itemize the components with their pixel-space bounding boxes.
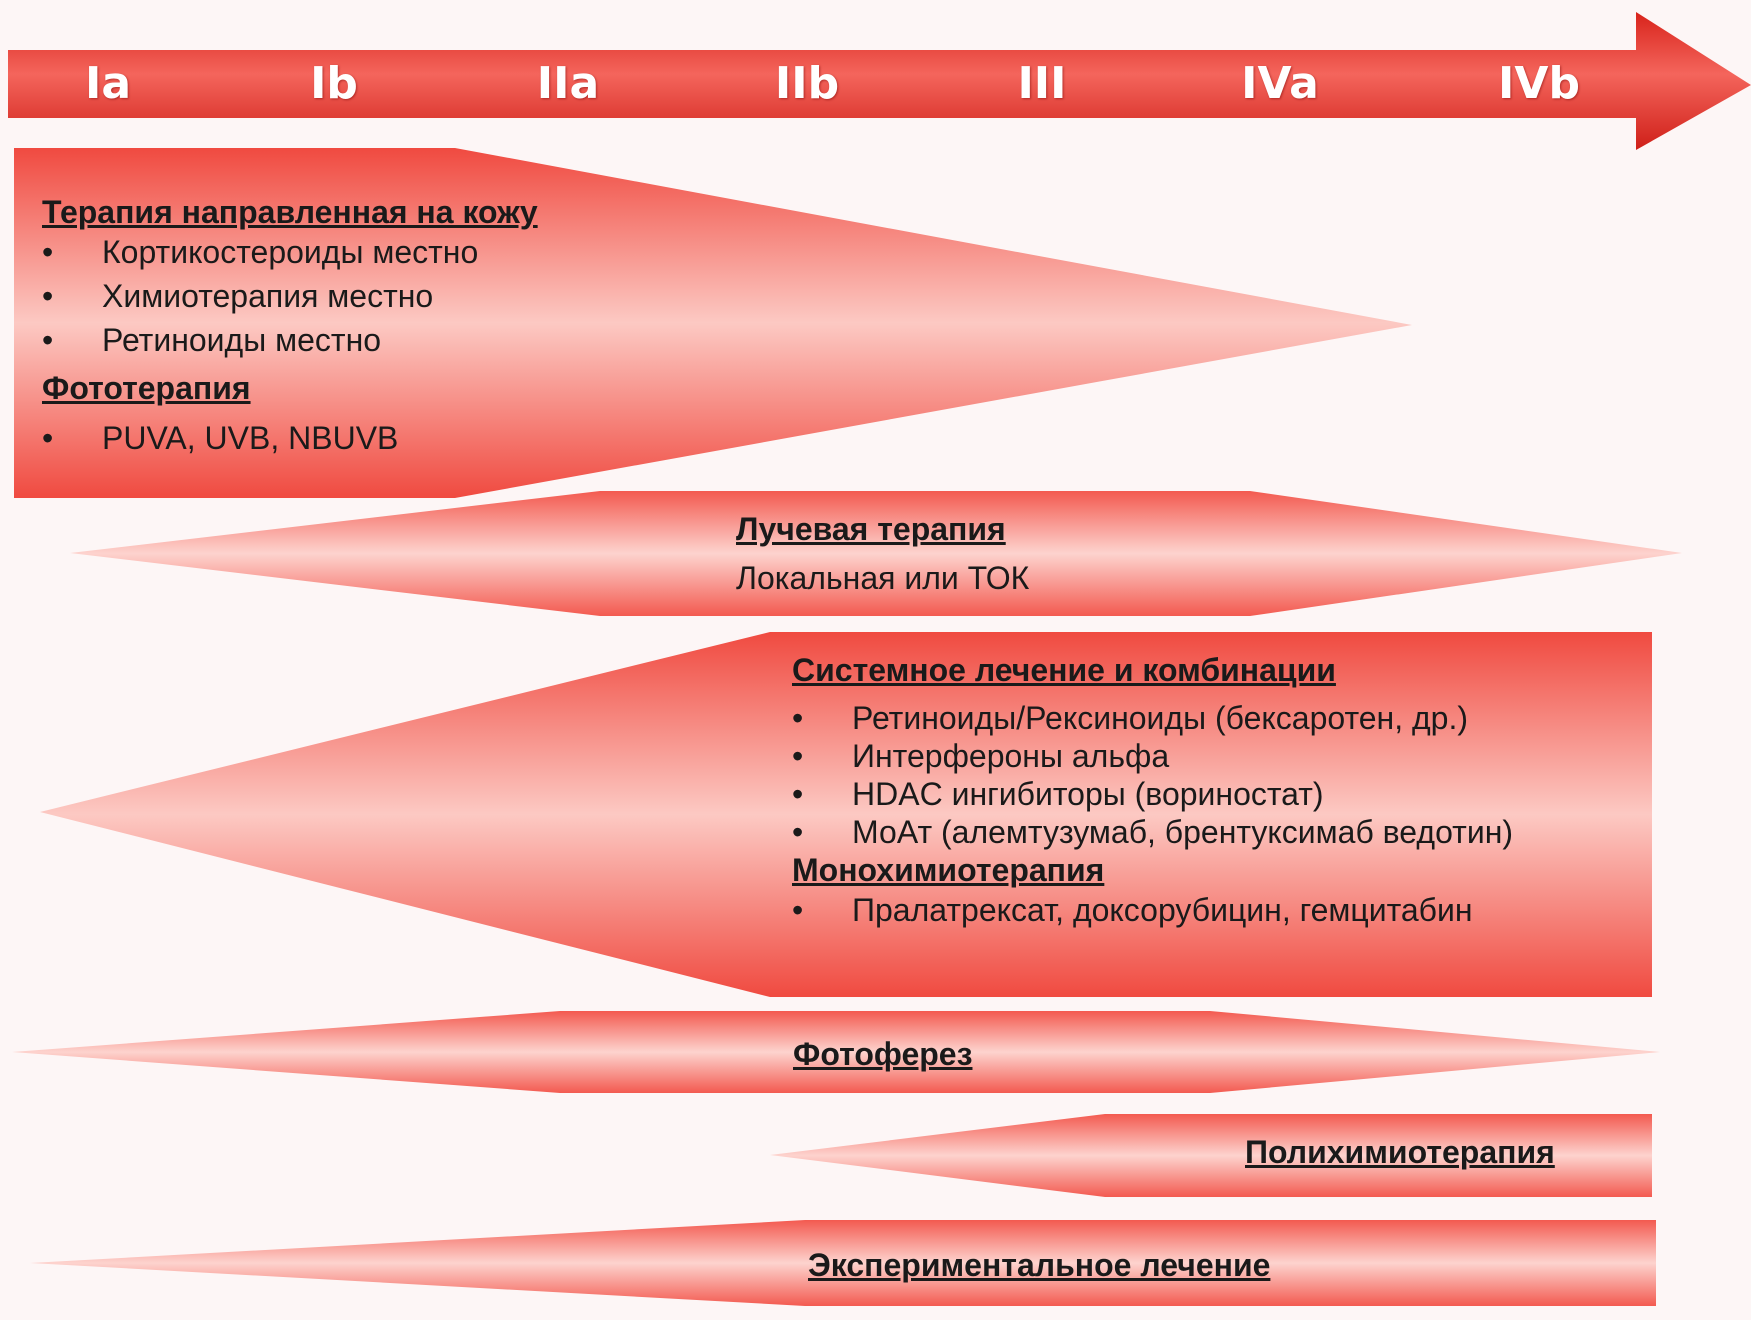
polychemotherapy-wedge bbox=[770, 1114, 1652, 1197]
photopheresis-band bbox=[12, 1011, 1660, 1093]
skin-therapy-wedge bbox=[14, 148, 1412, 498]
radiation-band bbox=[70, 491, 1682, 616]
list-item: •Ретиноиды/Рексиноиды (бексаротен, др.) bbox=[792, 700, 1469, 736]
radiation-heading: Лучевая терапия bbox=[736, 511, 1006, 547]
stage-iia: IIa bbox=[536, 58, 600, 109]
stage-iva: IVa bbox=[1241, 58, 1319, 109]
experimental-heading: Экспериментальное лечение bbox=[808, 1247, 1271, 1283]
systemic-therapy-wedge bbox=[40, 632, 1652, 997]
phototherapy-heading: Фототерапия bbox=[42, 370, 251, 406]
list-item: •HDAC ингибиторы (вориностат) bbox=[792, 776, 1324, 812]
stage-iib: IIb bbox=[774, 58, 840, 109]
list-item: •МоАт (алемтузумаб, брентуксимаб ведотин… bbox=[792, 814, 1514, 850]
stage-iii: III bbox=[1017, 58, 1067, 109]
radiation-subtitle: Локальная или ТОК bbox=[736, 560, 1030, 596]
list-item: •Кортикостероиды местно bbox=[42, 234, 479, 270]
stage-ia: Ia bbox=[84, 58, 132, 109]
stage-ib: Ib bbox=[310, 58, 358, 109]
stage-arrow bbox=[8, 12, 1751, 150]
list-item: •PUVA, UVB, NBUVB bbox=[42, 420, 399, 456]
monochemotherapy-heading: Монохимиотерапия bbox=[792, 852, 1105, 888]
list-item: •Ретиноиды местно bbox=[42, 322, 382, 358]
systemic-therapy-block: Системное лечение и комбинации •Ретиноид… bbox=[792, 650, 1513, 930]
skin-therapy-block: Терапия направленная на кожу •Кортикосте… bbox=[42, 192, 538, 456]
polychemotherapy-heading: Полихимиотерапия bbox=[1245, 1134, 1555, 1170]
list-item: •Интерфероны альфа bbox=[792, 738, 1170, 774]
list-item: •Пралатрексат, доксорубицин, гемцитабин bbox=[792, 892, 1473, 928]
experimental-wedge bbox=[30, 1220, 1656, 1306]
skin-therapy-heading: Терапия направленная на кожу bbox=[42, 194, 538, 230]
photopheresis-heading: Фотоферез bbox=[793, 1036, 973, 1072]
systemic-heading: Системное лечение и комбинации bbox=[792, 652, 1336, 688]
list-item: •Химиотерапия местно bbox=[42, 278, 434, 314]
stage-ivb: IVb bbox=[1498, 58, 1580, 109]
